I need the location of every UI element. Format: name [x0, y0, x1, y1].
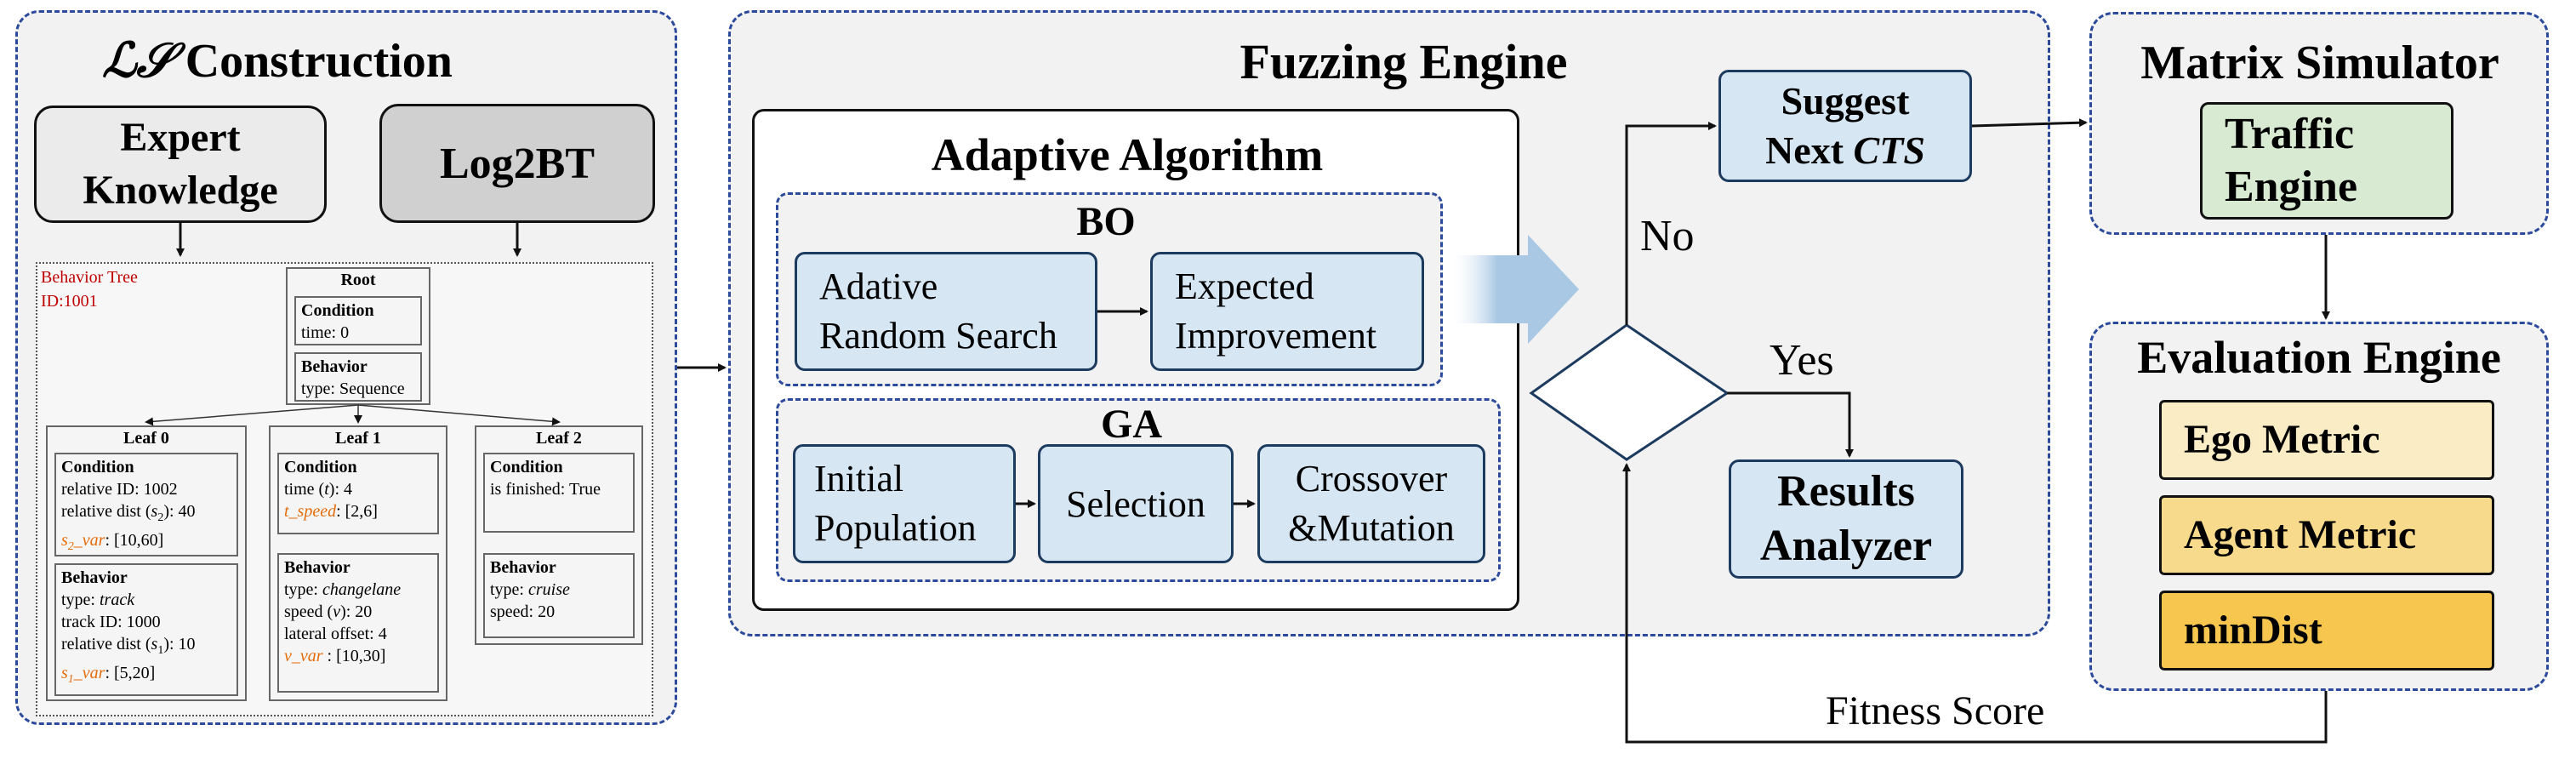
matrix-simulator-title: Matrix Simulator: [2140, 37, 2499, 89]
bt-root-node: Root Condition time: 0 Behavior type: Se…: [286, 267, 430, 405]
bt-leaf0-condition: Condition relative ID: 1002 relative dis…: [54, 453, 238, 556]
bt-leaf2-beh-type: type: cruise: [490, 580, 570, 599]
ga-title: GA: [1101, 401, 1162, 447]
bt-root-behavior: Behavior type: Sequence: [294, 352, 422, 402]
bt-leaf2-condition: Condition is finished: True: [483, 453, 635, 533]
min-dist-box: minDist: [2159, 591, 2494, 671]
bt-leaf0-node: Leaf 0 Condition relative ID: 1002 relat…: [46, 425, 247, 701]
evaluation-engine-title: Evaluation Engine: [2137, 332, 2501, 383]
bt-leaf2-behavior: Behavior type: cruise speed: 20: [483, 553, 635, 638]
ls-construction-title: ℒ𝒮 Construction: [102, 35, 453, 88]
initial-population-box: Initial Population: [793, 444, 1016, 563]
expert-knowledge-box: Expert Knowledge: [34, 106, 327, 223]
no-label: No: [1640, 212, 1695, 260]
behavior-tree-label: Behavior Tree ID:1001: [41, 268, 138, 311]
bt-leaf2-node: Leaf 2 Condition is finished: True Behav…: [475, 425, 643, 645]
bt-leaf1-cond-var: t_speed: [2,6]: [284, 502, 378, 521]
fitness-score-label: Fitness Score: [1821, 686, 2050, 737]
traffic-engine-box: Traffic Engine: [2200, 102, 2453, 220]
log2bt-box: Log2BT: [379, 104, 655, 223]
bt-leaf1-beh-type: type: changelane: [284, 580, 402, 599]
bt-leaf1-node: Leaf 1 Condition time (t): 4 t_speed: [2…: [269, 425, 447, 701]
adaptive-algorithm-title: Adaptive Algorithm: [931, 129, 1324, 180]
bt-leaf0-cond-var: s2_var: [10,60]: [61, 531, 164, 553]
bt-leaf0-behavior: Behavior type: track track ID: 1000 rela…: [54, 563, 238, 696]
bt-leaf1-cond-time: time (t): 4: [284, 480, 352, 499]
results-analyzer-box: Results Analyzer: [1729, 459, 1963, 579]
bt-leaf1-beh-var: v_var : [10,30]: [284, 647, 386, 665]
stop-label: stop?: [1585, 371, 1668, 414]
ego-metric-box: Ego Metric: [2159, 400, 2494, 480]
suggest-next-cts-box: Suggest Next CTS: [1718, 70, 1972, 182]
bt-leaf1-behavior: Behavior type: changelane speed (v): 20 …: [277, 553, 439, 693]
adaptive-random-search-box: Adative Random Search: [795, 252, 1097, 371]
selection-box: Selection: [1038, 444, 1234, 563]
bt-leaf1-condition: Condition time (t): 4 t_speed: [2,6]: [277, 453, 439, 534]
yes-label: Yes: [1770, 336, 1834, 385]
bt-root-condition: Condition time: 0: [294, 296, 422, 345]
expected-improvement-box: Expected Improvement: [1150, 252, 1424, 371]
bt-leaf0-beh-dist: relative dist (s1): 10: [61, 635, 196, 657]
bt-leaf1-beh-speed: speed (v): 20: [284, 602, 373, 621]
crossover-mutation-box: Crossover &Mutation: [1257, 444, 1485, 563]
bt-leaf0-beh-type: type: track: [61, 591, 135, 609]
agent-metric-box: Agent Metric: [2159, 495, 2494, 575]
fuzzing-engine-title: Fuzzing Engine: [1240, 33, 1568, 89]
bt-leaf0-beh-var: s1_var: [5,20]: [61, 664, 156, 686]
suggest-line2: Next CTS: [1765, 128, 1925, 172]
bo-title: BO: [1076, 198, 1136, 244]
bt-leaf0-cond-dist: relative dist (s2): 40: [61, 502, 196, 524]
